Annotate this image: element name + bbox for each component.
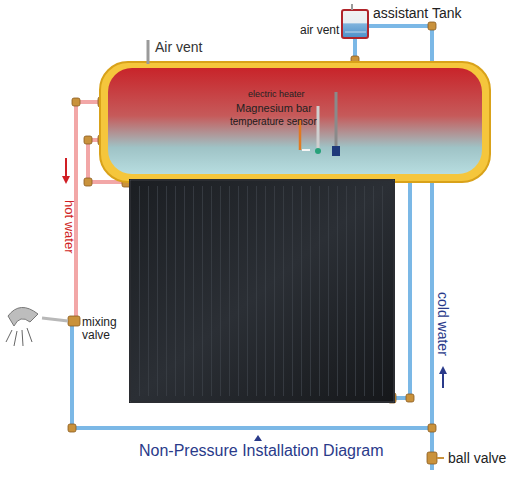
part-label: temperature sensor bbox=[230, 116, 317, 127]
part-label: cold water bbox=[435, 292, 450, 356]
part-label: electric heater bbox=[248, 90, 305, 100]
part-label: Air vent bbox=[155, 40, 202, 55]
part-label: ball valve bbox=[448, 451, 506, 466]
part-label: Magnesium bar bbox=[236, 102, 312, 114]
part-label: mixing valve bbox=[82, 316, 126, 342]
part-label: hot water bbox=[62, 200, 76, 253]
part-label: air vent bbox=[300, 24, 339, 37]
part-label: assistant Tank bbox=[373, 6, 461, 21]
diagram-caption: Non-Pressure Installation Diagram bbox=[136, 442, 387, 460]
